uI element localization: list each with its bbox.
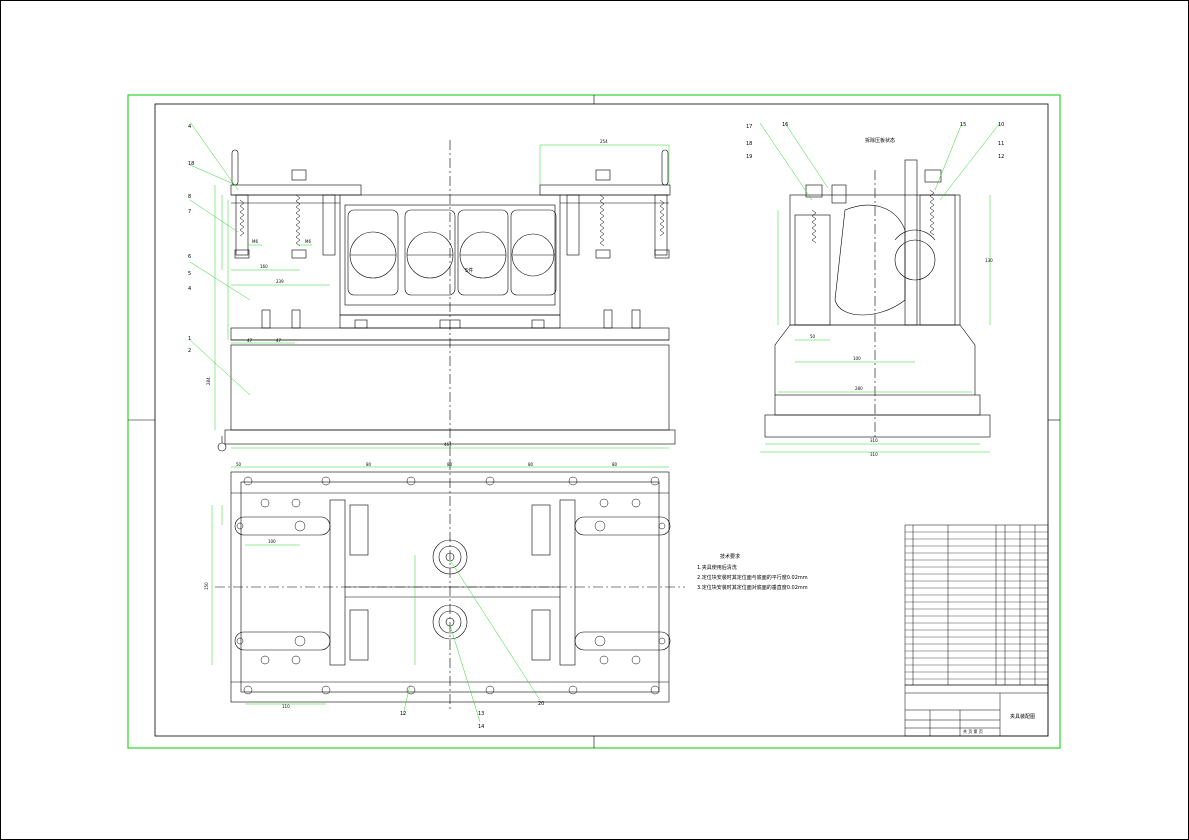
svg-text:80: 80 <box>366 462 372 467</box>
svg-text:12: 12 <box>998 154 1004 160</box>
svg-text:47: 47 <box>276 338 282 343</box>
workpiece-count-label: 5件 <box>465 267 473 274</box>
svg-text:80: 80 <box>612 462 618 467</box>
svg-text:6: 6 <box>188 254 191 260</box>
overall-height-dim: 284 <box>206 377 211 385</box>
tech-requirement-3: 3.定位块安装时其定位面对底面的垂直度0.02mm <box>697 584 808 591</box>
top-view-balloons: 12 13 14 20 <box>400 701 544 730</box>
top-view <box>215 460 685 710</box>
svg-text:18: 18 <box>746 141 752 147</box>
svg-text:47: 47 <box>247 338 253 343</box>
parts-list-rows <box>905 531 1048 680</box>
svg-text:16: 16 <box>782 122 788 128</box>
svg-text:8: 8 <box>188 194 191 200</box>
svg-text:11: 11 <box>998 141 1004 147</box>
overall-length-dim: 464 <box>444 442 452 447</box>
svg-text:15: 15 <box>960 122 966 128</box>
svg-text:310: 310 <box>870 438 878 443</box>
svg-text:254: 254 <box>600 139 608 144</box>
tech-requirement-1: 1.夹具使用后清洗 <box>697 564 737 571</box>
svg-text:50: 50 <box>810 334 816 339</box>
svg-text:13: 13 <box>478 711 484 717</box>
front-view-balloons: 4 18 8 7 6 5 4 1 2 <box>188 124 194 354</box>
svg-text:1: 1 <box>188 336 191 342</box>
side-view-dimensions <box>759 122 1001 453</box>
svg-text:7: 7 <box>188 209 191 215</box>
svg-text:100: 100 <box>268 539 276 544</box>
title-block <box>904 684 1049 737</box>
svg-text:19: 19 <box>746 154 752 160</box>
svg-text:20: 20 <box>538 701 544 707</box>
svg-text:110: 110 <box>282 704 290 709</box>
svg-text:150: 150 <box>204 582 209 590</box>
svg-text:14: 14 <box>478 724 484 730</box>
sheet-info: 共 页 第 页 <box>963 728 983 734</box>
side-view-title: 拆除压板状态 <box>865 137 895 144</box>
top-view-dimensions <box>211 466 669 723</box>
side-view-dimension-text: 50 100 280 310 310 130 <box>810 258 993 457</box>
svg-text:17: 17 <box>746 124 752 130</box>
svg-text:18: 18 <box>188 161 194 167</box>
svg-text:280: 280 <box>855 386 863 391</box>
front-view <box>224 140 676 460</box>
svg-text:130: 130 <box>985 258 993 263</box>
svg-text:12: 12 <box>400 711 406 717</box>
svg-text:5: 5 <box>188 271 191 277</box>
svg-text:160: 160 <box>260 264 268 269</box>
drawing-frame <box>154 103 1049 737</box>
svg-text:50: 50 <box>236 462 242 467</box>
datum-symbol <box>217 436 227 452</box>
front-view-dimension-text: 464 284 254 160 239 47 47 M6 M6 <box>206 139 608 447</box>
parts-list <box>904 524 1049 686</box>
tech-requirements-title: 技术要求 <box>720 553 740 560</box>
front-view-leaders <box>189 121 251 396</box>
svg-text:M6: M6 <box>252 239 258 244</box>
top-view-dimension-text: 50 80 80 80 80 100 110 150 <box>204 462 618 709</box>
svg-text:2: 2 <box>188 348 191 354</box>
base-width-dim: 310 <box>870 452 878 457</box>
side-view <box>764 159 991 440</box>
svg-text:239: 239 <box>276 279 284 284</box>
tech-requirement-2: 2.定位块安装时其定位面与底面的平行度0.02mm <box>697 574 808 581</box>
top-view-bolt-holes <box>236 476 666 695</box>
drawing-name: 夹具装配图 <box>1010 713 1035 720</box>
svg-text:100: 100 <box>853 356 861 361</box>
svg-text:80: 80 <box>447 462 453 467</box>
svg-text:4: 4 <box>188 286 191 292</box>
svg-text:M6: M6 <box>305 239 311 244</box>
svg-text:10: 10 <box>998 122 1004 128</box>
svg-text:80: 80 <box>528 462 534 467</box>
svg-text:4: 4 <box>188 124 191 130</box>
tech-requirements: 技术要求 1.夹具使用后清洗 2.定位块安装时其定位面与底面的平行度0.02mm… <box>697 553 808 591</box>
front-view-dimensions <box>214 144 670 449</box>
side-view-balloons: 17 18 19 16 15 10 11 12 <box>746 122 1004 160</box>
